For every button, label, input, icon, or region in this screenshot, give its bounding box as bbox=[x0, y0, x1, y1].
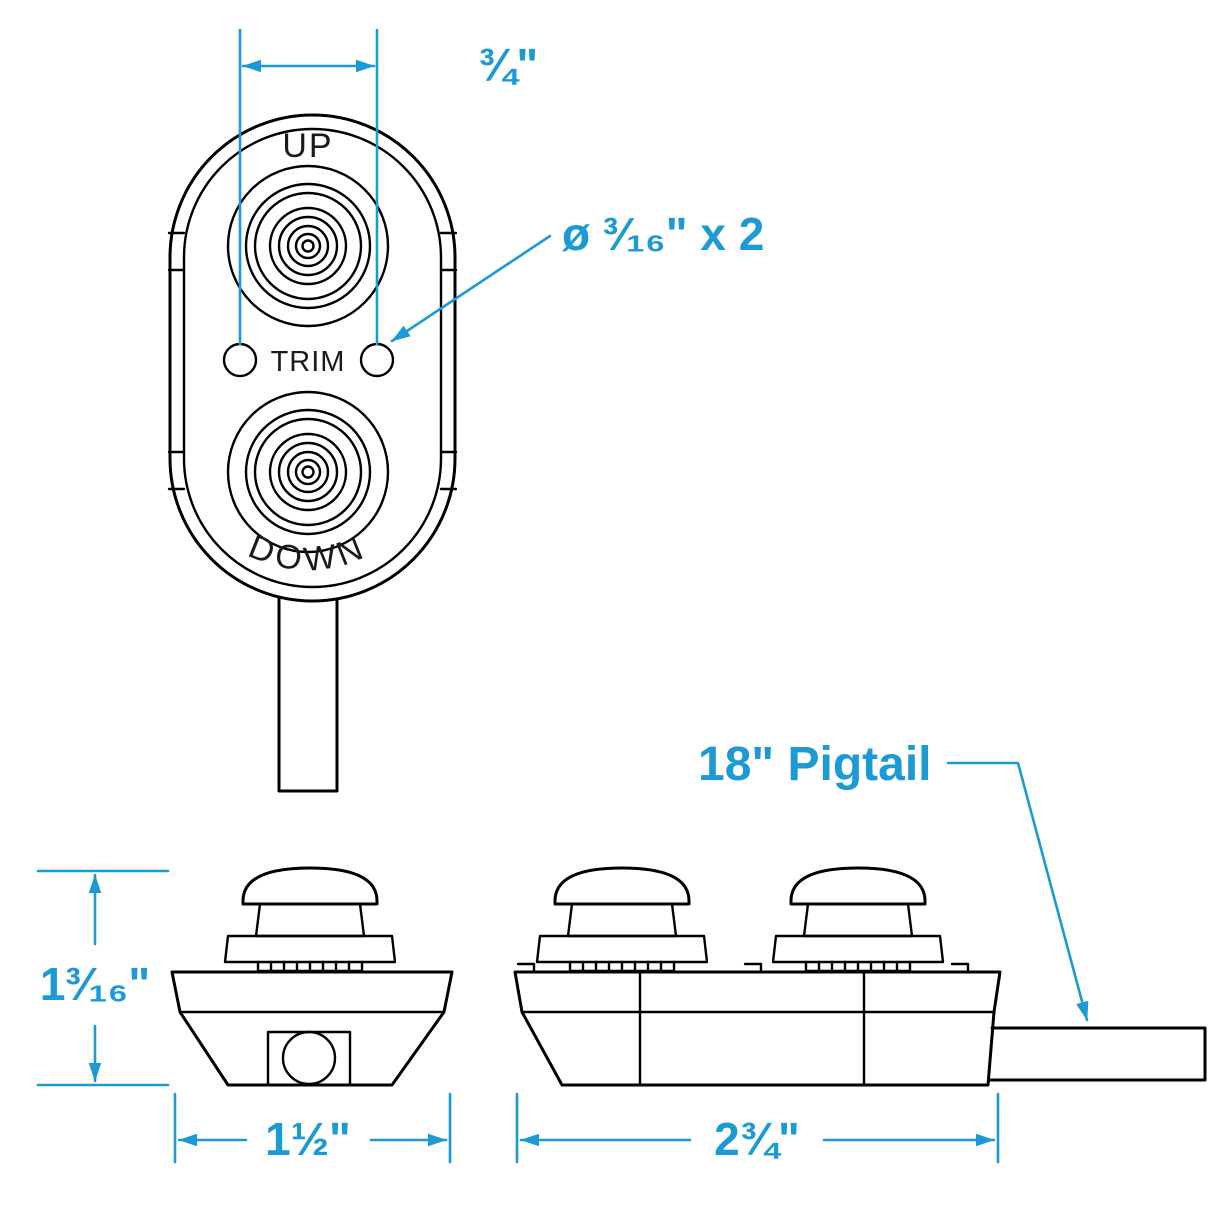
extension-lines bbox=[173, 1092, 452, 1164]
side-clip-notches bbox=[167, 231, 458, 491]
switch-body bbox=[170, 970, 454, 1087]
faceplate-outline bbox=[168, 113, 457, 603]
leader-line bbox=[390, 234, 552, 343]
button-profile-right bbox=[771, 866, 945, 973]
leader-line bbox=[946, 761, 1089, 1022]
pigtail-cable bbox=[988, 1026, 1207, 1082]
body-detail-lines bbox=[520, 970, 996, 1087]
barrel-housing bbox=[266, 1030, 352, 1087]
height-value: 1³⁄₁₆" bbox=[40, 958, 150, 1010]
callout-pigtail: 18" Pigtail bbox=[698, 738, 1089, 1022]
switch-body-double bbox=[513, 970, 1002, 1087]
up-label: UP bbox=[282, 127, 333, 165]
single-width-value: 1½" bbox=[265, 1113, 351, 1165]
barrel-circle bbox=[281, 1030, 337, 1086]
mounting-hole-left bbox=[222, 342, 258, 378]
pigtail-length-value: 18" Pigtail bbox=[698, 738, 932, 791]
button-profile-left bbox=[535, 866, 709, 973]
double-width-value: 2¾" bbox=[714, 1113, 800, 1165]
down-button[interactable] bbox=[226, 390, 390, 554]
mounting-hole-right bbox=[359, 342, 395, 378]
side-view-single bbox=[170, 866, 454, 1087]
up-button[interactable] bbox=[226, 164, 390, 328]
dimension-height: 1³⁄₁₆" bbox=[36, 869, 170, 1087]
callout-hole-diameter: ø ³⁄₁₆" x 2 bbox=[390, 208, 764, 343]
side-view-double bbox=[513, 866, 1207, 1087]
hole-spacing-value: ¾" bbox=[478, 39, 538, 91]
extension-lines bbox=[36, 869, 170, 1087]
faceplate-inner-outline bbox=[182, 127, 443, 589]
hole-diameter-value: ø ³⁄₁₆" x 2 bbox=[562, 208, 764, 260]
button-profile bbox=[223, 866, 397, 973]
down-label: DOWN bbox=[243, 528, 372, 580]
trim-label: TRIM bbox=[271, 346, 346, 378]
extension-lines bbox=[515, 1092, 1000, 1164]
front-view: UP TRIM DOWN bbox=[167, 113, 458, 793]
dimension-hole-spacing: ¾" bbox=[238, 28, 538, 346]
dimension-single-width: 1½" bbox=[173, 1092, 452, 1165]
cable-stem bbox=[277, 597, 339, 793]
dimension-double-width: 2¾" bbox=[515, 1092, 1000, 1165]
top-edge-tabs bbox=[516, 962, 970, 974]
extension-lines bbox=[238, 28, 379, 346]
